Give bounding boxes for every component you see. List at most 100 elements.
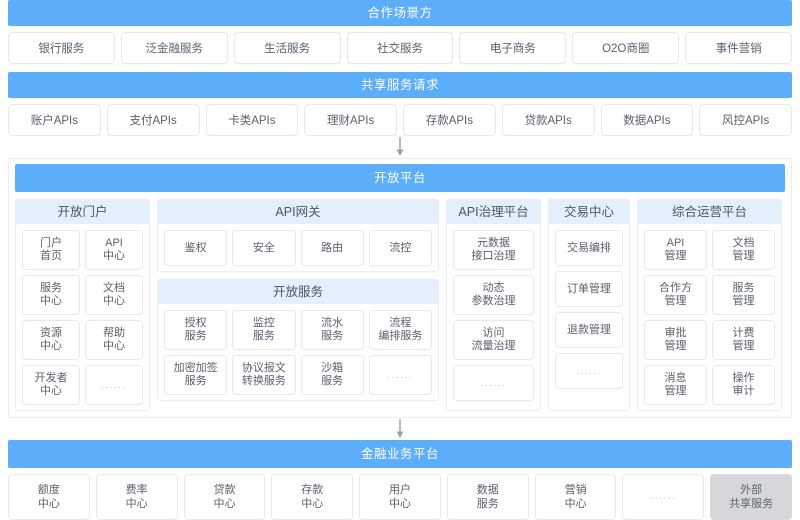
api-gateway-cell[interactable]: 流控 [368, 230, 432, 266]
api-governance-cell[interactable]: 动态参数治理 [453, 275, 534, 315]
open-service-cell[interactable]: 流程编排服务 [368, 310, 432, 350]
shared-api-item[interactable]: 支付APIs [106, 104, 200, 136]
open-portal-cell[interactable]: 资源中心 [22, 320, 80, 360]
open-portal-cell[interactable]: 开发者中心 [22, 365, 80, 405]
api-gateway-cell[interactable]: 鉴权 [164, 230, 228, 266]
partner-item[interactable]: 社交服务 [346, 32, 454, 64]
finance-item[interactable]: 存款中心 [271, 474, 354, 520]
ops-platform-cell-line1: 消息 [664, 372, 687, 384]
api-governance-cell[interactable]: 访问流量治理 [453, 320, 534, 360]
open-service-cell[interactable]: ...... [368, 355, 432, 395]
api-governance-cell[interactable]: ...... [453, 365, 534, 401]
ops-platform-cell[interactable]: 文档管理 [712, 230, 775, 270]
ops-platform-cell[interactable]: 计费管理 [712, 320, 775, 360]
shared-api-item[interactable]: 卡类APIs [205, 104, 299, 136]
finance-item-line2: 服务 [476, 498, 499, 510]
open-service-cell[interactable]: 加密加签服务 [164, 355, 228, 395]
open-service-cell-line2: 服务 [321, 375, 344, 387]
open-service-cell-line1: 流程 [389, 317, 412, 329]
api-gateway-grid: 鉴权 安全 路由流控 [158, 224, 438, 266]
open-service-cell[interactable]: 流水服务 [300, 310, 364, 350]
open-service-cell[interactable]: 授权服务 [164, 310, 228, 350]
open-portal-cell-line2: 中心 [40, 340, 62, 352]
ops-platform-cell[interactable]: 服务管理 [712, 275, 775, 315]
open-portal-cell-line2: 中心 [40, 385, 62, 397]
open-service-cell-line1: 监控 [252, 317, 275, 329]
finance-item-line1: ...... [650, 491, 677, 502]
open-service-cell-line2: 服务 [184, 330, 207, 342]
finance-item-line1: 外部 [740, 484, 763, 496]
finance-item-line2: 共享服务 [729, 498, 774, 510]
finance-item[interactable]: 数据服务 [446, 474, 529, 520]
api-gateway-cell-line1: 安全 [252, 241, 275, 254]
finance-item-line2: 中心 [389, 498, 412, 510]
shared-api-item[interactable]: 贷款APIs [501, 104, 595, 136]
finance-item-line2: 中心 [564, 498, 587, 510]
panel-api-gateway: API网关 鉴权安全路由流控 [157, 199, 439, 272]
shared-api-item[interactable]: 理财APIs [304, 104, 397, 136]
partner-item[interactable]: 电子商务 [459, 32, 567, 64]
partner-item[interactable]: 生活服务 [233, 32, 341, 64]
open-portal-cell[interactable]: 门户首页 [22, 230, 80, 270]
open-portal-title: 开放门户 [16, 200, 149, 224]
finance-item[interactable]: 额度中心 [8, 474, 90, 520]
finance-item-line2: 中心 [125, 498, 148, 510]
open-service-cell-line2: 服务 [184, 375, 207, 387]
ops-platform-cell[interactable]: 合作方管理 [644, 275, 707, 315]
ops-platform-cell[interactable]: 操作审计 [712, 365, 775, 405]
api-governance-cell-line1: 元数据 [477, 237, 510, 249]
open-portal-cell[interactable]: ...... [85, 365, 143, 405]
trade-center-title: 交易中心 [549, 200, 629, 224]
finance-item-line2: 中心 [37, 498, 60, 510]
open-portal-cell[interactable]: 文档中心 [85, 275, 143, 315]
open-service-cell[interactable]: 协议报文转换服务 [232, 355, 296, 395]
api-governance-cell[interactable]: 元数据接口治理 [453, 230, 534, 270]
open-portal-cell-line1: 门户 [40, 237, 62, 249]
partner-item[interactable]: 泛金融服务 [120, 32, 228, 64]
finance-item[interactable]: 营销中心 [534, 474, 617, 520]
open-service-cell-line1: ...... [387, 369, 414, 381]
trade-center-cell[interactable]: ...... [555, 353, 623, 389]
open-service-cell[interactable]: 沙箱服务 [300, 355, 364, 395]
ops-platform-cell[interactable]: 审批管理 [644, 320, 707, 360]
open-portal-cell[interactable]: 服务中心 [22, 275, 80, 315]
finance-item[interactable]: 费率中心 [95, 474, 178, 520]
open-portal-cell[interactable]: 帮助中心 [85, 320, 143, 360]
open-service-cell-line1: 流水 [321, 317, 344, 329]
finance-platform-title: 金融业务平台 [8, 440, 792, 468]
open-portal-cell-line1: 开发者 [34, 372, 68, 384]
partner-item[interactable]: O2O商圈 [572, 32, 680, 64]
open-service-cell-line1: 协议报文 [241, 362, 286, 374]
finance-item[interactable]: 用户中心 [359, 474, 441, 520]
shared-api-item[interactable]: 存款APIs [403, 104, 496, 136]
shared-api-item[interactable]: 风控APIs [699, 104, 792, 136]
open-platform-title: 开放平台 [15, 164, 785, 192]
trade-center-cell[interactable]: 退款管理 [555, 312, 623, 348]
shared-api-item[interactable]: 账户APIs [8, 104, 101, 136]
open-service-cell[interactable]: 监控服务 [232, 310, 296, 350]
finance-item[interactable]: 贷款中心 [183, 474, 266, 520]
finance-item-line1: 营销 [564, 484, 587, 496]
open-portal-cell-line2: 首页 [40, 250, 62, 262]
finance-item[interactable]: 外部共享服务 [710, 474, 793, 520]
ops-platform-cell[interactable]: 消息管理 [644, 365, 707, 405]
finance-item-line1: 存款 [301, 484, 324, 496]
finance-item[interactable]: ...... [622, 474, 705, 520]
shared-api-item[interactable]: 数据APIs [600, 104, 694, 136]
api-gateway-cell[interactable]: 路由 [300, 230, 364, 266]
ops-platform-cell-line1: 服务 [732, 282, 755, 294]
trade-center-cell[interactable]: 交易编排 [555, 230, 623, 266]
finance-item-line1: 数据 [476, 484, 499, 496]
open-service-title: 开放服务 [158, 280, 438, 304]
partner-item[interactable]: 银行服务 [8, 32, 115, 64]
partner-item[interactable]: 事件营销 [685, 32, 793, 64]
api-gateway-cell[interactable]: 安全 [232, 230, 296, 266]
trade-center-cell[interactable]: 订单管理 [555, 271, 623, 307]
column-api-governance: API治理平台 元数据接口治理动态参数治理访问流量治理...... [446, 199, 541, 411]
